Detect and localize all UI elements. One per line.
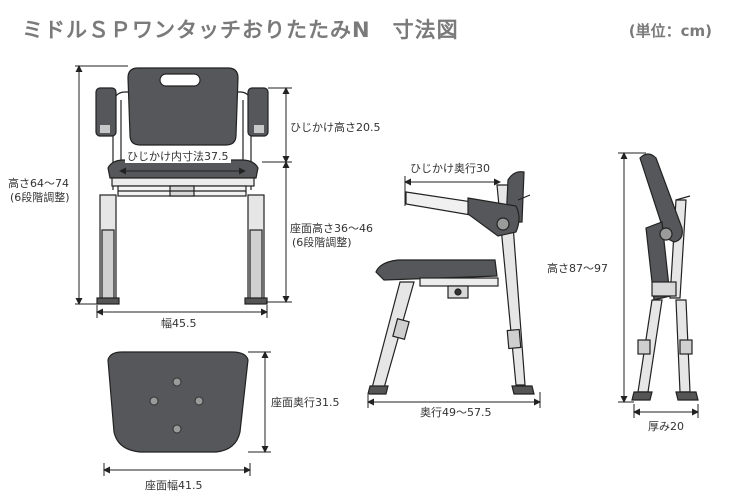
seat-top-view (107, 351, 249, 453)
seat-dimension-lines (103, 351, 271, 476)
armrest-height-label: ひじかけ高さ20.5 (290, 121, 381, 134)
folded-view-dimension-lines (618, 152, 699, 418)
width-label: 幅45.5 (161, 317, 197, 330)
thickness-label: 厚み20 (648, 420, 684, 433)
side-view-dimension-lines (367, 176, 541, 408)
total-height-label: 高さ64～74 (8, 177, 69, 190)
depth-label: 奥行49～57.5 (420, 406, 492, 419)
unit-label: (単位：cm) (628, 22, 712, 40)
total-height-note: (6段階調整) (10, 191, 70, 204)
seat-depth-label: 座面奥行31.5 (271, 396, 340, 409)
page-title: ミドルＳＰワンタッチおりたたみN 寸法図 (22, 18, 459, 42)
side-view-chair (367, 171, 535, 395)
front-view-dimension-lines (75, 65, 292, 318)
seat-width-label: 座面幅41.5 (145, 479, 203, 492)
front-view-chair (95, 67, 269, 305)
folded-view-chair (631, 153, 699, 401)
folded-height-label: 高さ87～97 (547, 262, 608, 275)
armrest-inner-width-label: ひじかけ内寸法37.5 (125, 150, 231, 163)
seat-height-label: 座面高さ36～46 (290, 222, 373, 235)
seat-height-note: (6段階調整) (292, 236, 352, 249)
armrest-depth-label: ひじかけ奥行30 (410, 162, 490, 175)
